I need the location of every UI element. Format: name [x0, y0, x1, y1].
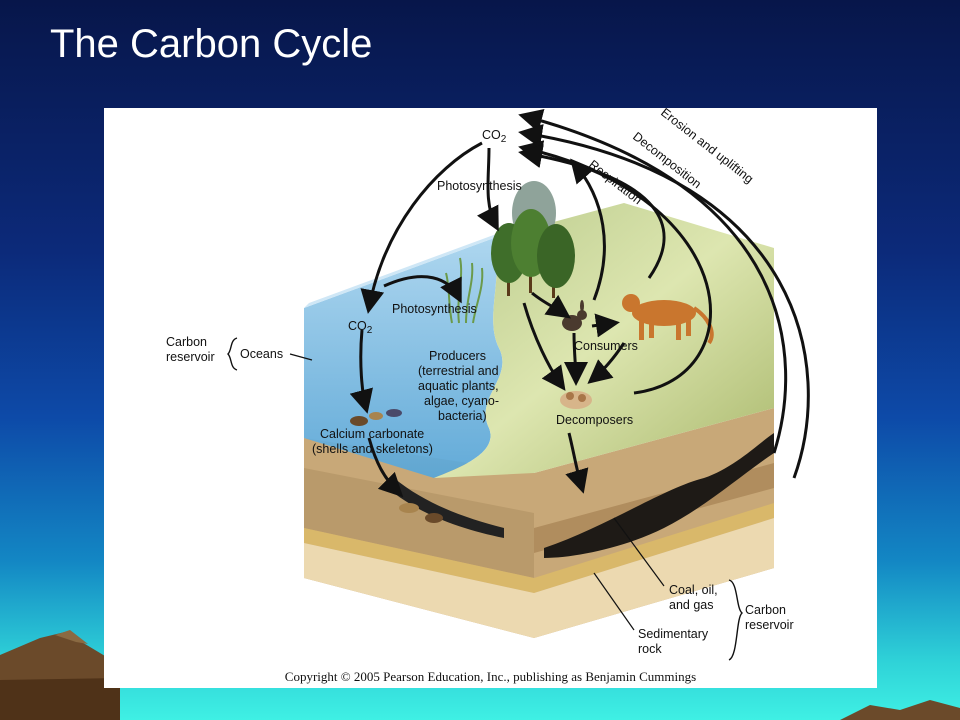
- decomposers-icon: [560, 391, 592, 409]
- decomposers-label: Decomposers: [556, 413, 633, 427]
- carbon-cycle-diagram: CO2 CO2 Photosynthesis Photosynthesis Re…: [166, 108, 810, 661]
- soil-left-face: [304, 438, 534, 638]
- copyright-notice: Copyright © 2005 Pearson Education, Inc.…: [284, 669, 697, 684]
- mountain-silhouette: [0, 630, 960, 720]
- shells-icon: [350, 409, 443, 523]
- oceans-label: Oceans: [240, 347, 283, 361]
- consumers-label: Consumers: [574, 339, 638, 353]
- oceans-leader-line: [289, 353, 313, 361]
- soil-front-face: [534, 408, 774, 638]
- cycle-arrows: [349, 109, 810, 498]
- producers-label: Producers (terrestrial and aquatic plant…: [418, 349, 503, 423]
- rabbit-icon: [562, 300, 587, 331]
- erosion-label: Erosion and uplifting: [658, 108, 756, 186]
- carbon-reservoir-left-label: Carbon reservoir: [166, 335, 215, 364]
- photosynthesis-ocean-label: Photosynthesis: [392, 302, 477, 316]
- forest-trees: [491, 181, 575, 298]
- coal-leader-line: [613, 517, 665, 587]
- left-brace: [227, 337, 238, 371]
- photosynthesis-land-label: Photosynthesis: [437, 179, 522, 193]
- carbon-cycle-figure: CO2 CO2 Photosynthesis Photosynthesis Re…: [104, 108, 877, 688]
- calcium-carbonate-label: Calcium carbonate (shells and skeletons): [312, 427, 433, 456]
- co2-ocean-label: CO2: [348, 319, 373, 336]
- sedimentary-rock-label: Sedimentary rock: [638, 627, 712, 656]
- co2-atmosphere-label: CO2: [482, 128, 507, 145]
- right-brace: [728, 579, 744, 661]
- sedimentary-leader-line: [593, 572, 635, 631]
- slide-title: The Carbon Cycle: [50, 22, 373, 66]
- coal-oil-gas-label: Coal, oil, and gas: [669, 583, 721, 612]
- carbon-reservoir-right-label: Carbon reservoir: [745, 603, 794, 632]
